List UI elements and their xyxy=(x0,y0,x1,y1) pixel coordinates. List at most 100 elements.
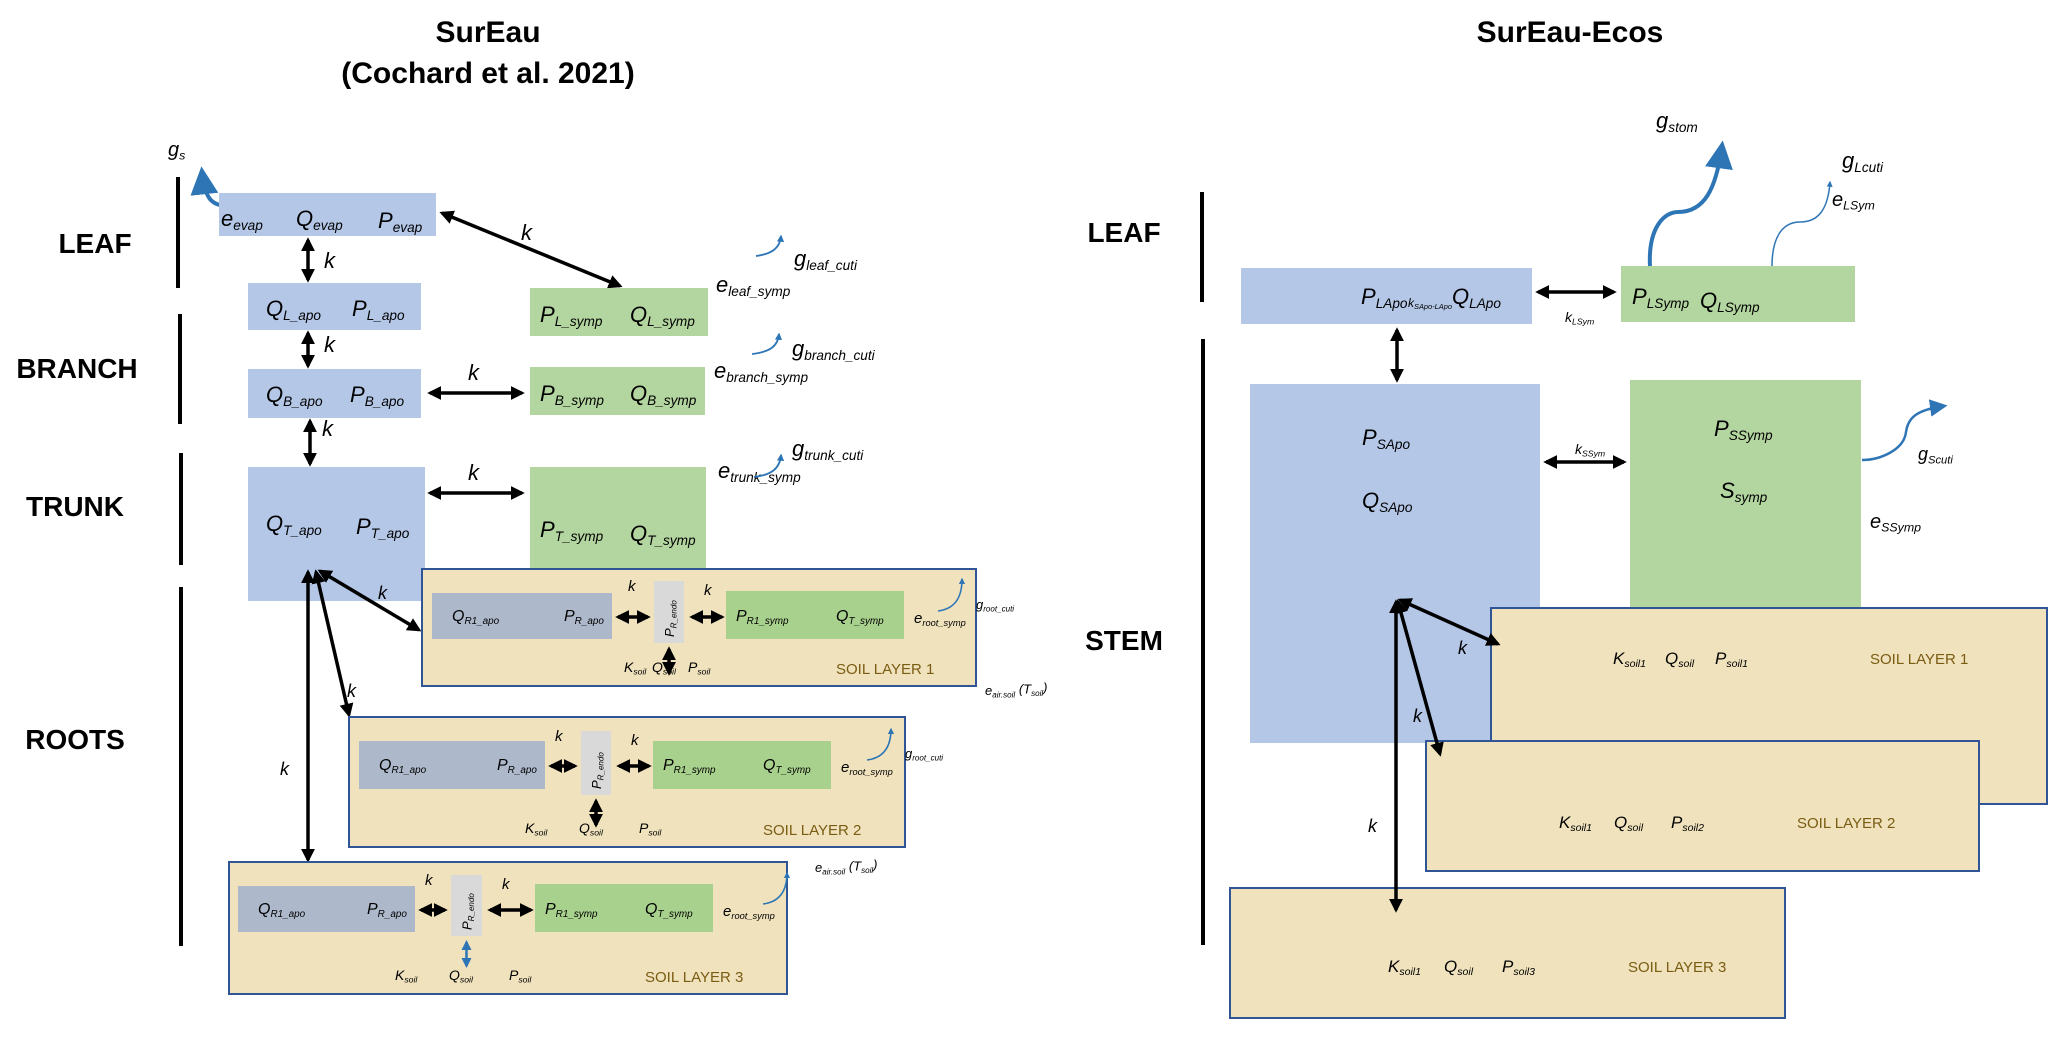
symbol-base: e xyxy=(714,358,726,383)
symbol-subscript: R_apo xyxy=(575,616,605,627)
symbol-base: g xyxy=(1918,444,1928,464)
k-label: k xyxy=(378,583,388,603)
k-label: k xyxy=(468,460,480,485)
left-title: SurEau xyxy=(435,16,540,49)
p-r-apo-label: PR_apo xyxy=(497,757,537,776)
symbol-base: S xyxy=(1720,478,1735,503)
symbol-subscript: B_symp xyxy=(647,393,697,408)
symbol-base: Q xyxy=(266,511,283,536)
symbol-base: Q xyxy=(652,659,663,675)
symbol-base: Q xyxy=(266,296,283,321)
q-lapo-label-right: QLApo xyxy=(1452,284,1501,311)
k-label: k xyxy=(1368,816,1378,836)
k-arrow-trunk-soil2 xyxy=(311,569,354,718)
k-soil-label: Ksoil xyxy=(395,967,418,985)
symbol-base: e xyxy=(718,458,730,483)
symbol-base: P xyxy=(736,608,747,625)
section-roots: ROOTS xyxy=(25,724,125,755)
q-r1-apo-label: QR1_apo xyxy=(452,608,500,627)
symbol-base: P xyxy=(540,381,555,406)
symbol-base: P xyxy=(1632,284,1647,309)
soil-layer-2-label: SOIL LAYER 2 xyxy=(1797,815,1895,832)
symbol-base: g xyxy=(792,336,805,361)
symbol-subscript: soil1 xyxy=(1624,658,1646,670)
symbol-base: K xyxy=(1388,957,1400,976)
trunk-cuti-flux-arrow xyxy=(753,453,785,478)
q-lapo-label: QL_apo xyxy=(266,296,321,323)
symbol-base: P xyxy=(663,757,674,774)
section-leaf-right: LEAF xyxy=(1087,217,1160,248)
p-sapo-label: PSApo xyxy=(1362,425,1410,452)
p-r-apo-label: PR_apo xyxy=(367,901,407,920)
symbol-base: K xyxy=(1613,649,1625,668)
symbol-base: Q xyxy=(1444,957,1457,976)
leaf-apo-box-right xyxy=(1241,268,1532,324)
leaf-cuti-flux-arrow xyxy=(755,234,785,257)
root-symp-box xyxy=(726,591,904,639)
symbol-subscript: LApo xyxy=(1376,296,1408,311)
symbol-base: Q xyxy=(763,757,775,774)
symbol-base: Q xyxy=(1665,649,1678,668)
symbol-base: P xyxy=(662,628,677,637)
symbol-subscript: LSym xyxy=(1843,199,1875,213)
symbol-base: P xyxy=(1361,284,1376,309)
symbol-base: P xyxy=(1671,813,1683,832)
k-sapo-lapo-label: kSApo-LApo xyxy=(1408,296,1452,311)
k-soil1-label: Ksoil1 xyxy=(1613,649,1646,670)
section-trunk: TRUNK xyxy=(26,491,124,522)
k-label: k xyxy=(521,220,533,245)
symbol-base: P xyxy=(509,967,519,983)
symbol-subscript: R1_symp xyxy=(674,765,716,776)
symbol-subscript: stom xyxy=(1668,120,1698,135)
p-lsymp-label: PL_symp xyxy=(540,302,603,329)
k-soil1-label: Ksoil1 xyxy=(1559,813,1592,834)
symbol-base: P xyxy=(589,780,604,789)
symbol-subscript: B_apo xyxy=(365,394,405,409)
q-t-symp-label: QT_symp xyxy=(763,757,811,776)
symbol-subscript: R_apo xyxy=(378,909,408,920)
p-r1-symp-label: PR1_symp xyxy=(663,757,716,776)
p-ssymp-label: PSSymp xyxy=(1714,416,1773,443)
symbol-subscript: R_apo xyxy=(508,765,538,776)
symbol-base: Q xyxy=(836,608,848,625)
q-lsymp-label: QL_symp xyxy=(630,302,695,329)
symbol-subscript: soil xyxy=(663,667,677,677)
symbol-subscript: root_cuti xyxy=(912,753,943,762)
q-soil-label: Qsoil xyxy=(579,820,604,838)
soil-layer-3-label: SOIL LAYER 3 xyxy=(1628,959,1726,976)
root-endo-box xyxy=(654,581,684,643)
symbol-subscript: air.soil xyxy=(822,867,845,876)
symbol-subscript: Scuti xyxy=(1928,454,1953,466)
symbol-base: e xyxy=(841,759,849,776)
symbol-subscript: Lcuti xyxy=(1854,160,1884,175)
p-lsymp-label-right: PLSymp xyxy=(1632,284,1690,311)
symbol-base: k xyxy=(1408,296,1415,310)
symbol-subscript: leaf_symp xyxy=(728,284,791,299)
symbol-base: P xyxy=(352,296,367,321)
symbol-base: Q xyxy=(579,820,590,836)
k-label: k xyxy=(280,759,290,779)
k-soil1-label: Ksoil1 xyxy=(1388,957,1421,978)
p-evap-label: Pevap xyxy=(378,208,423,235)
k-label: k xyxy=(631,732,640,749)
symbol-base: e xyxy=(1832,189,1843,211)
symbol-subscript: T_symp xyxy=(647,533,696,548)
e-evap-label: eevap xyxy=(221,206,263,233)
symbol-base: K xyxy=(395,967,405,983)
symbol-subscript: soil xyxy=(518,975,532,985)
root-apo-box xyxy=(359,741,545,789)
symbol-base: P xyxy=(540,517,555,542)
branch-symp-box xyxy=(530,367,705,415)
leaf-evap-box xyxy=(219,193,436,236)
symbol-base: g xyxy=(168,139,179,161)
p-bapo-label: PB_apo xyxy=(350,382,405,409)
symbol-subscript: L_symp xyxy=(555,314,603,329)
symbol-subscript: root_symp xyxy=(731,911,774,921)
k-label: k xyxy=(468,360,480,385)
symbol-base: P xyxy=(1362,425,1377,450)
symbol-subscript: T_symp xyxy=(848,616,884,627)
symbol-base: g xyxy=(1656,108,1669,133)
g-branch-cuti-label: gbranch_cuti xyxy=(792,336,876,363)
soil-layer-label: SOIL LAYER 1 xyxy=(836,661,934,678)
